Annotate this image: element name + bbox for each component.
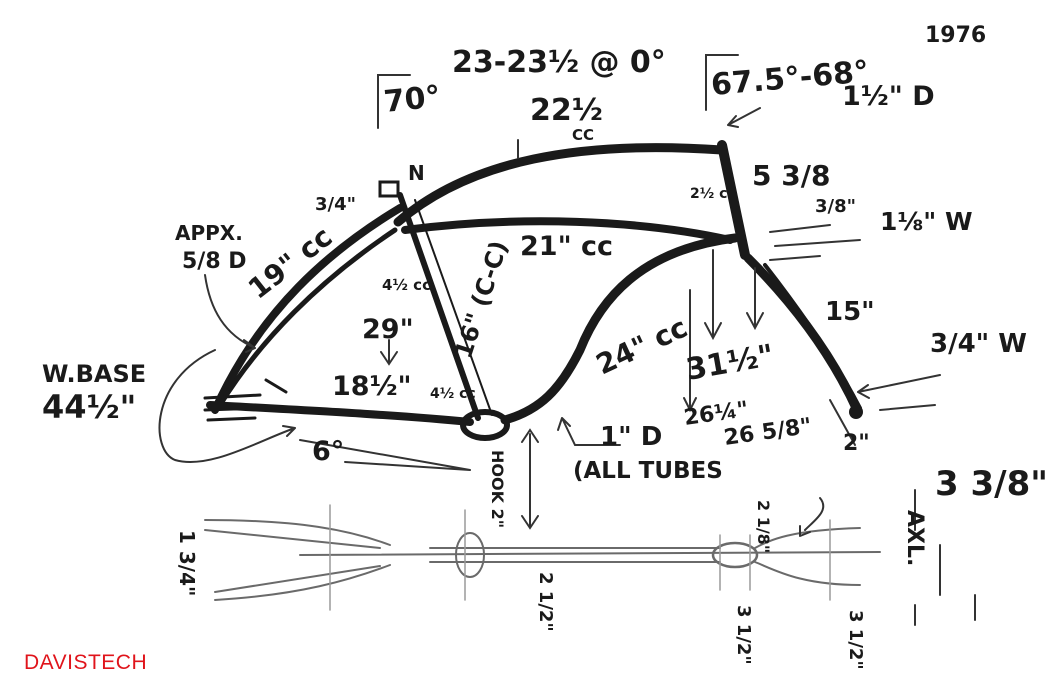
seat-tube-cc: 16" (C-C) [449,237,513,362]
head-lug: 2½ cc [690,186,736,202]
fork-arrow [857,374,941,399]
bb-width: 2 1/2" [535,572,556,632]
lower-top-tube [401,217,734,244]
bb-drop-arrow [521,428,539,530]
fork-width-lines [769,224,861,261]
fork-tip [849,405,863,419]
seat-lug: 4½ cc [382,276,431,294]
down-tube-label: 24" cc [591,311,692,382]
rear-spacing: 1 3/4" [175,530,199,596]
top-tube-cc: CC [572,126,594,144]
fork-tip-width: 3/4" W [930,329,1027,359]
ht-height-1: 31½" [683,338,776,388]
head-arrow [727,107,761,128]
lower-top-tube-label: 21" cc [520,231,613,262]
rear-dropout [203,378,288,422]
fork-top: 3/8" [815,196,856,217]
fork-len: 15" [825,297,875,327]
seat-cluster-n: N [408,161,425,185]
seat-stay [211,204,404,414]
bb-angle-lines [299,439,471,471]
chainstay-label: 18½" [332,371,412,402]
ht-arrow-3 [683,289,697,413]
head-tube-dia: 1½" D [842,81,935,112]
plan-rear-stays [204,519,391,601]
stay-dia: 5/8 D [182,249,247,274]
tube-dia: 1" D [600,422,662,452]
bottom-bracket [460,409,510,441]
fork-spacing-b: 3 1/2" [845,610,866,670]
seat-stay-2 [217,227,398,408]
appx-label: APPX. [175,221,243,245]
head-tube-len: 5 3/8 [752,159,830,192]
brand-logo: DAVISTECH [24,651,148,674]
plan-ticks [329,504,831,611]
bb-lug: 4½ cc [430,386,476,402]
all-tubes: (ALL TUBES [573,458,723,484]
top-tube-len: 22½ [530,93,603,128]
fork-blade [743,253,863,417]
fork-width: 1⅛" W [880,207,973,236]
seat-tube [397,192,481,421]
head-angle-bracket [705,54,739,111]
fork-spacing-a: 3 1/2" [733,605,754,665]
plan-top-tube [429,547,721,563]
ht-arrow-2 [746,267,764,331]
year: 1976 [925,23,986,48]
fork-tip-dia: 2" [843,431,870,456]
head-top-width: 2 1/8" [754,500,773,553]
chain-stay [206,401,474,426]
plan-centerline [299,551,881,556]
upper-top-tube [393,143,727,227]
seat-tube-range: 23-23½ @ 0° [452,45,666,80]
seat-tube-edge [414,199,493,416]
plan-head [711,541,759,569]
plan-bb [455,532,485,578]
plan-fork [754,527,861,586]
fork-tick [829,399,856,446]
wbase-curve [158,349,296,463]
down-tube [500,233,740,425]
seat-height-arrow [380,339,398,366]
plan-axle-lines [914,489,976,626]
wheelbase-label: W.BASE [42,360,146,388]
seat-cluster-clamp [378,180,400,198]
bb-drop: HOOK 2" [488,450,507,528]
seat-angle-bracket [377,74,411,129]
plan-arrow [799,497,825,537]
seat-height: 29" [362,314,414,345]
fork-blade-inner [763,263,862,410]
seat-cluster-w: 3/4" [315,194,356,215]
head-tube [717,140,750,260]
seat-angle: 70° [382,79,442,120]
axle-label: AXL. [902,510,927,566]
fork-ground-line [879,404,936,411]
fork-rake: 3 3/8" [935,464,1048,504]
tube-dia-arrow [557,417,621,446]
appx-arrow [204,274,256,353]
ht-arrow-1 [704,249,722,341]
bb-angle: 6° [312,436,344,467]
wheelbase-value: 44½" [42,388,136,426]
